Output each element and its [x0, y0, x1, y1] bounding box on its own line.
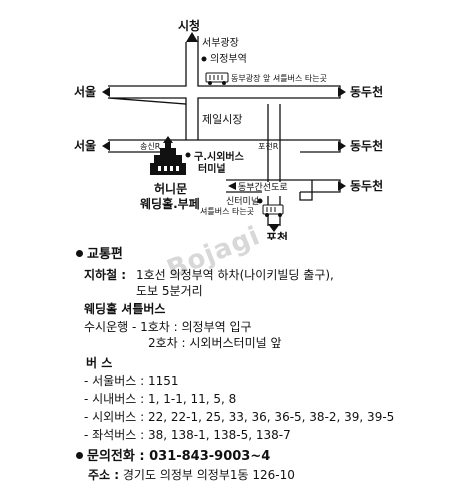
label-songsin-r: 송신R [140, 142, 161, 151]
label-dongducheon-low: 동두천 [350, 178, 383, 193]
subway-label: 지하철 : [84, 268, 127, 282]
bus-row-city: - 시내버스 : 1, 1-1, 11, 5, 8 [84, 392, 237, 406]
label-uijeongbu-station: 의정부역 [210, 53, 247, 65]
address-text: 경기도 의정부 의정부1동 126-10 [122, 468, 295, 482]
arrow-east-3-icon [338, 181, 346, 191]
subway-line2: 도보 5분거리 [136, 284, 203, 298]
label-seoul-top: 서울 [74, 84, 96, 99]
location-map: 시청 서부광장 의정부역 동부광장 앞 셔틀버스 타는곳 서울 동두천 제일시장… [74, 18, 383, 240]
label-terminal-line1: 구.시외버스 [194, 150, 244, 163]
label-terminal-line2: 터미널 [198, 162, 226, 175]
shuttle-line1: 수시운행 - 1호차 : 의정부역 입구 [84, 320, 252, 334]
label-bus-stop-note: 동부광장 앞 셔틀버스 타는곳 [231, 73, 327, 83]
label-dongducheon-mid: 동두천 [350, 138, 383, 153]
bullet-icon [76, 452, 83, 459]
phone-label: 문의전화 : [87, 449, 145, 464]
subway-line1: 1호선 의정부역 하차(나이키빌딩 출구), [136, 268, 334, 282]
new-terminal-marker [257, 198, 263, 204]
bus-row-intercity: - 시외버스 : 22, 22-1, 25, 33, 36, 36-5, 38-… [84, 410, 395, 424]
label-jeil-market: 제일시장 [202, 112, 242, 126]
bus-row-seoul: - 서울버스 : 1151 [84, 374, 179, 388]
label-intercity-terminal: 구.시외버스 터미널 [194, 150, 247, 175]
label-pocheon: 포천 [266, 230, 288, 240]
bus-icon-2 [262, 204, 284, 217]
arrow-east-2-icon [338, 141, 346, 151]
arrow-east-road-icon [228, 182, 236, 190]
arrow-west-icon [102, 87, 110, 97]
phone-number: 031-843-9003~4 [149, 449, 271, 464]
address-line: 주소 : 경기도 의정부 의정부1동 126-10 [88, 468, 295, 482]
arrow-north-icon [186, 32, 198, 42]
label-city-hall: 시청 [178, 18, 200, 33]
terminal-marker [185, 152, 191, 158]
label-venue-line1: 허니문 [154, 181, 187, 196]
bus-heading: 버 스 [86, 356, 113, 370]
address-label: 주소 : [88, 468, 120, 482]
label-pocheon-r: 포천R [258, 141, 279, 151]
road-north-south [185, 36, 199, 140]
label-dongducheon-top: 동두천 [350, 84, 383, 99]
label-shuttle-stop: 셔틀버스 타는곳 [200, 206, 254, 216]
label-seoul-mid: 서울 [74, 138, 96, 153]
road-pocheon [267, 104, 281, 226]
label-east-road: 동부간선도로 [238, 182, 288, 193]
shuttle-line2: 2호차 : 시외버스터미널 앞 [148, 336, 282, 350]
arrow-west-2-icon [102, 141, 110, 151]
transport-heading: 교통편 [76, 248, 123, 262]
label-west-plaza: 서부광장 [202, 37, 239, 49]
shuttle-heading: 웨딩홀 셔틀버스 [84, 302, 166, 316]
label-new-terminal: 신터미널 [226, 196, 259, 207]
transport-heading-text: 교통편 [87, 247, 123, 262]
station-marker [201, 56, 207, 62]
contact-heading: 문의전화 : 031-843-9003~4 [76, 450, 270, 464]
label-venue-line2: 웨딩홀.부페 [140, 196, 200, 211]
bullet-icon [76, 250, 83, 257]
bus-row-express: - 좌석버스 : 38, 138-1, 138-5, 138-7 [84, 428, 291, 442]
arrow-east-icon [338, 87, 346, 97]
arrow-south-icon [268, 224, 280, 232]
label-venue: 허니문 웨딩홀.부페 [140, 181, 200, 211]
bus-icon [205, 72, 229, 85]
